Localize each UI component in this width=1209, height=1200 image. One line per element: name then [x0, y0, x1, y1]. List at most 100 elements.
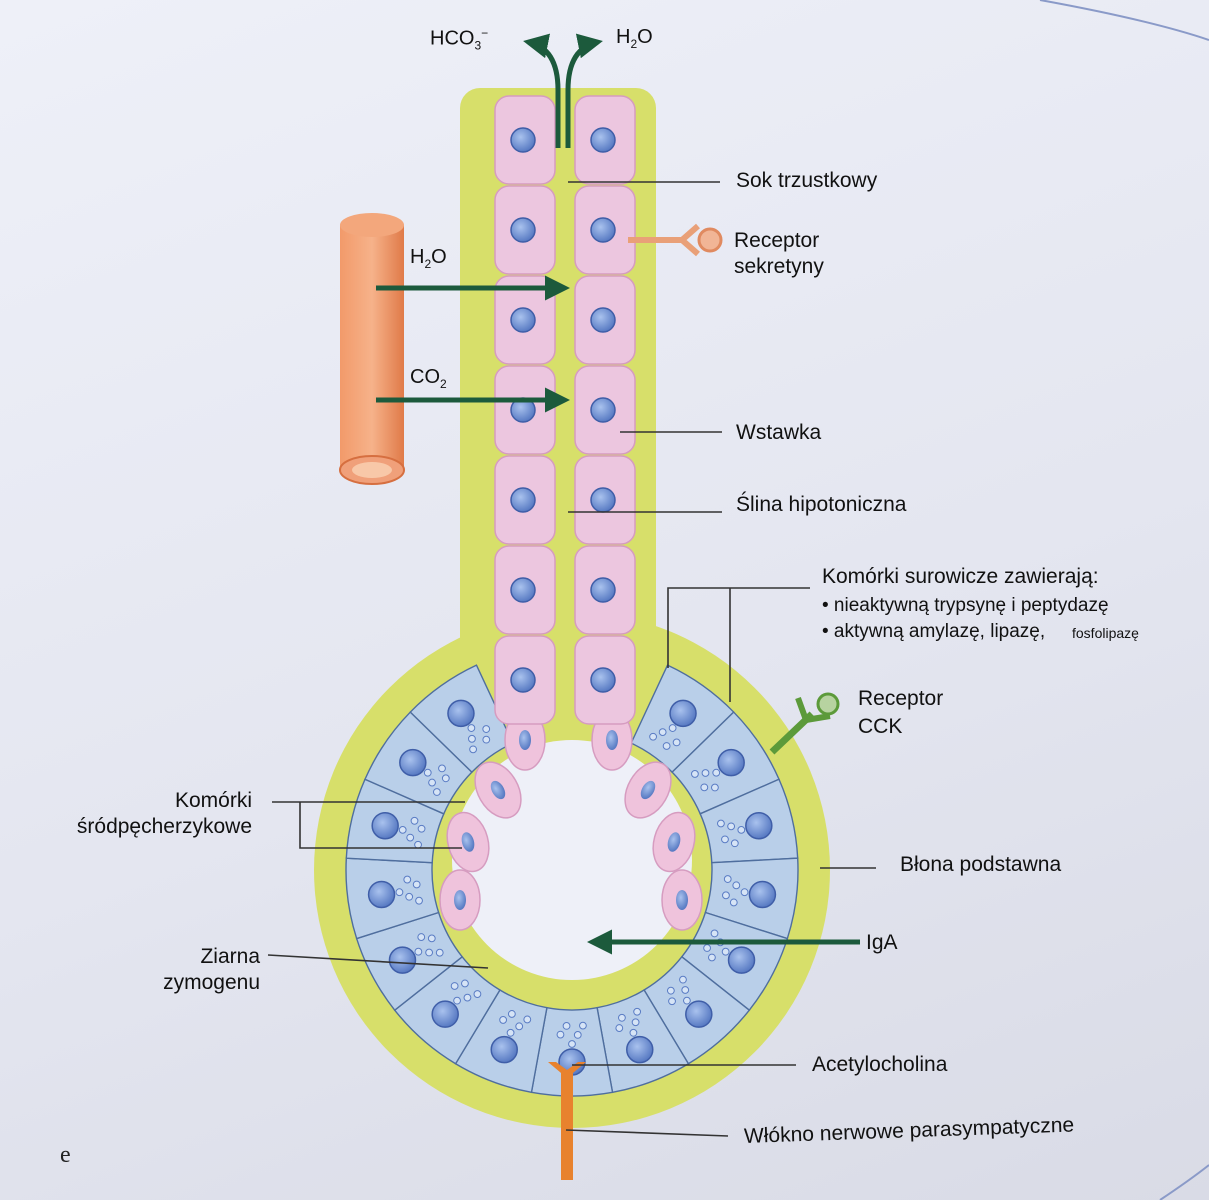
duct-cell [574, 275, 636, 365]
centroacinar-cells [439, 709, 703, 931]
centroacinar-cell-nucleus [454, 890, 466, 910]
zymogen-granule [405, 892, 414, 901]
zymogen-granule [507, 1010, 516, 1018]
centroacinar-cell [661, 869, 703, 931]
zymogen-granule [414, 947, 423, 956]
co2-base: CO [410, 366, 440, 388]
duct-cell-nucleus [590, 217, 616, 243]
zymogen-granule [649, 732, 657, 741]
zymogen-granule [523, 1015, 532, 1024]
cck-receptor-icon [769, 692, 840, 755]
co2-label: CO2 [410, 366, 447, 391]
zymogen-granule [562, 1022, 571, 1030]
duct-cell [494, 95, 556, 185]
zymogen-granule [417, 824, 426, 833]
duct-cell-nucleus [510, 667, 536, 693]
zymogen-granule [732, 881, 741, 890]
h2o-left-label: H2O [410, 246, 447, 271]
label-receptor-cck-1: Receptor [858, 687, 944, 710]
h2o-top-base: H [616, 26, 631, 48]
acinar-cell [671, 711, 780, 815]
zymogen-granule [403, 875, 412, 884]
centroacinar-cell-nucleus [640, 780, 656, 800]
zymogen-granule [691, 770, 699, 778]
zymogen-granule [467, 724, 476, 732]
duct-cell [574, 455, 636, 545]
acinar-cell [345, 857, 440, 940]
zymogen-granule [412, 880, 421, 889]
zymogen-granule [618, 1013, 626, 1022]
duct-cell-nucleus [510, 307, 536, 333]
label-ziarna-zymogenu-2: zymogenu [163, 971, 260, 994]
acinar-cells [345, 664, 799, 1097]
acinar-cell [355, 911, 464, 1012]
duct-cell [494, 635, 556, 725]
zymogen-granule [629, 1028, 638, 1037]
centroacinar-cell-nucleus [519, 730, 531, 750]
zymogen-granule [723, 875, 732, 883]
zymogen-granule [740, 888, 749, 897]
label-ziarna-zymogenu-1: Ziarna [200, 945, 260, 968]
zymogen-granule [410, 816, 419, 825]
centroacinar-cell [474, 761, 522, 819]
hco3-label: HCO3− [430, 26, 488, 53]
centroacinar-cell [439, 869, 481, 931]
acinar-cell-nucleus [685, 1000, 713, 1028]
centroacinar-cell-nucleus [667, 832, 681, 852]
label-sok-trzustkowy: Sok trzustkowy [736, 169, 878, 192]
label-wstawka: Wstawka [736, 421, 822, 444]
zymogen-granule [463, 993, 472, 1002]
acinar-cell-nucleus [669, 699, 697, 728]
zymogen-granule [568, 1040, 576, 1048]
zymogen-granule [499, 1016, 508, 1024]
centroacinar-cell-nucleus [461, 832, 475, 852]
zymogen-granule [683, 996, 691, 1005]
h2o-left-sub: 2 [424, 257, 432, 271]
zymogen-granule [450, 982, 459, 990]
acinar-cell-nucleus [626, 1035, 654, 1064]
h2o-left-base: H [410, 246, 425, 268]
zymogen-granule [711, 783, 719, 792]
acinar-cell [364, 711, 473, 815]
centroacinar-cell-nucleus [490, 780, 506, 800]
acinar-cell [454, 989, 548, 1094]
zymogen-granule [701, 769, 710, 777]
h2o-top-sub: 2 [630, 37, 638, 51]
label-komorki-srodpecherzykowe-1: Komórki [174, 789, 252, 812]
zymogen-granule [712, 768, 721, 777]
figure-letter: e [60, 1142, 71, 1168]
leader-lines [267, 181, 876, 1137]
duct-cell-nucleus [510, 577, 536, 603]
zymogen-granule [423, 768, 432, 777]
zymogen-granule [432, 788, 441, 796]
duct-cell-nucleus [510, 487, 536, 513]
duct-cell-nucleus [590, 307, 616, 333]
zymogen-granule [435, 948, 444, 957]
label-komorki-srodpecherzykowe-2: śródpęcherzykowe [76, 815, 252, 838]
acinar-cell [409, 664, 514, 774]
duct-cell [574, 635, 636, 725]
h2o-secretion-arrow [565, 33, 603, 148]
zymogen-granule [428, 778, 436, 787]
zymogen-granule [668, 997, 676, 1006]
label-iga: IgA [866, 931, 898, 954]
zymogen-granule [679, 975, 687, 984]
label-acetylocholina: Acetylocholina [812, 1053, 948, 1076]
zymogen-granule [441, 774, 450, 783]
zymogen-granule [515, 1022, 524, 1031]
zymogen-granule [722, 891, 730, 900]
acinar-cell [680, 911, 789, 1012]
zymogen-granule [708, 953, 716, 962]
label-receptor-cck-2: CCK [858, 715, 903, 738]
zymogen-granule [700, 783, 709, 792]
duct-cell [574, 365, 636, 455]
zymogen-granule [710, 929, 719, 938]
zymogen-granule [721, 835, 729, 844]
acinar-cell-nucleus [431, 1000, 459, 1028]
duct-cell [494, 545, 556, 635]
zymogen-granule [727, 822, 736, 831]
duct-cell-nucleus [590, 487, 616, 513]
centroacinar-cell [624, 761, 672, 819]
zymogen-granule [415, 896, 423, 905]
